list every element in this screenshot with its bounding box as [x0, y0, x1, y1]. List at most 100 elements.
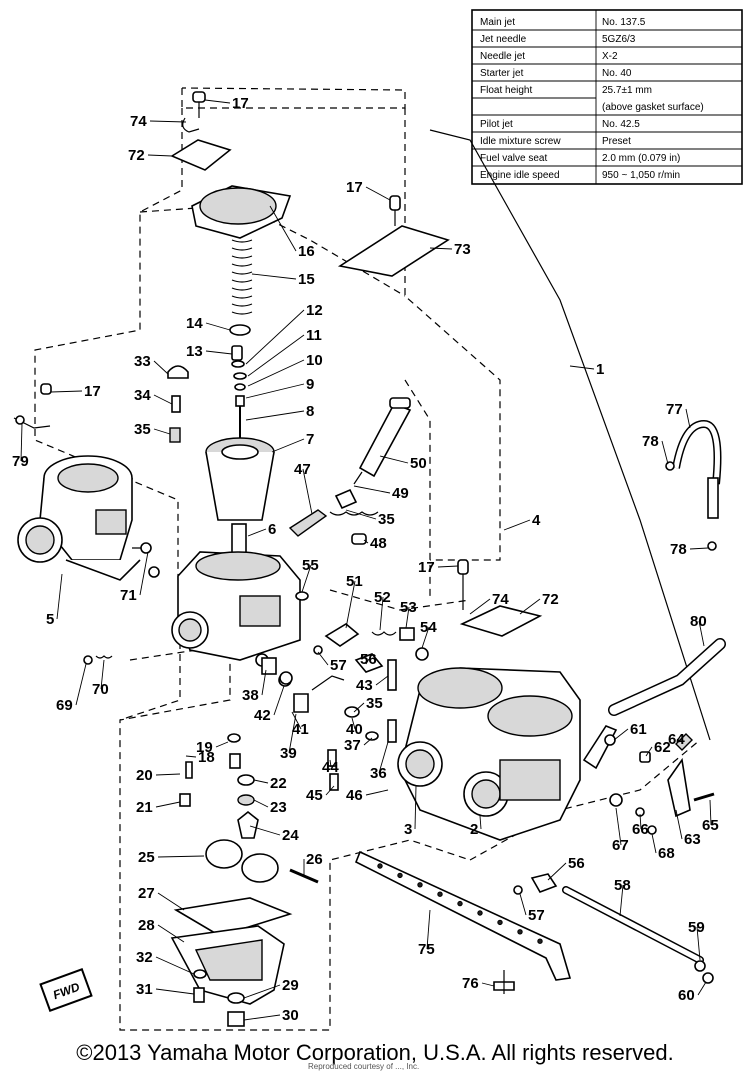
- leader-line: [615, 807, 622, 846]
- callout-43: 43: [356, 677, 373, 694]
- leader-line: [345, 509, 377, 520]
- leader-line: [421, 626, 430, 649]
- linkage-parts: [83, 397, 429, 791]
- callout-45: 45: [306, 787, 323, 804]
- leader-line: [317, 651, 329, 666]
- callout-78b: 78: [670, 541, 687, 558]
- callout-24: 24: [282, 827, 299, 844]
- leader-line: [147, 154, 173, 157]
- callout-57b: 57: [528, 907, 545, 924]
- leader-line: [519, 893, 527, 916]
- leader-line: [351, 717, 356, 730]
- callout-79: 79: [12, 453, 29, 470]
- callout-65: 65: [702, 817, 719, 834]
- callout-16: 16: [298, 243, 315, 260]
- callout-61: 61: [630, 721, 647, 738]
- leader-line: [288, 713, 297, 754]
- leader-line: [261, 669, 267, 696]
- spec-value: No. 137.5: [602, 17, 646, 28]
- leader-line: [205, 322, 231, 331]
- leader-line: [697, 981, 707, 996]
- leader-line: [698, 620, 705, 647]
- forward-direction-badge: FWD: [39, 968, 93, 1012]
- callout-76: 76: [462, 975, 479, 992]
- leader-line: [245, 410, 305, 421]
- leader-line: [661, 440, 669, 465]
- callout-64: 64: [668, 731, 685, 748]
- callout-numbers: 1234567891011121314151617171717181920212…: [12, 95, 719, 1024]
- leader-line: [469, 598, 491, 615]
- callout-71: 71: [120, 587, 137, 604]
- spec-label: Starter jet: [480, 68, 524, 79]
- spec-label: Main jet: [480, 17, 515, 28]
- leader-line: [379, 596, 384, 631]
- callout-74a: 74: [130, 113, 147, 130]
- leader-line: [291, 711, 302, 730]
- left-carburetor: [17, 455, 160, 581]
- callout-51: 51: [346, 573, 363, 590]
- callout-28: 28: [138, 917, 155, 934]
- callout-32: 32: [136, 949, 153, 966]
- leader-line: [245, 309, 305, 365]
- leader-line: [429, 247, 453, 250]
- callout-80: 80: [690, 613, 707, 630]
- callout-27: 27: [138, 885, 155, 902]
- callout-36: 36: [370, 765, 387, 782]
- leader-line: [215, 741, 229, 748]
- leader-line: [75, 663, 87, 706]
- callout-69: 69: [56, 697, 73, 714]
- leader-line: [139, 551, 149, 596]
- center-carburetor-body: [171, 551, 301, 687]
- callout-34: 34: [134, 387, 151, 404]
- callout-5: 5: [46, 611, 54, 628]
- leader-line: [157, 924, 185, 943]
- callout-22: 22: [270, 775, 287, 792]
- spec-value: No. 42.5: [602, 119, 640, 130]
- callout-2: 2: [470, 821, 478, 838]
- leader-line: [675, 809, 683, 840]
- callout-19: 19: [196, 739, 213, 756]
- copyright-notice: ©2013 Yamaha Motor Corporation, U.S.A. A…: [76, 1040, 674, 1065]
- spec-value: (above gasket surface): [602, 102, 704, 113]
- leader-line: [639, 813, 642, 830]
- leader-line: [619, 884, 624, 917]
- callout-56b: 56: [568, 855, 585, 872]
- leader-line: [676, 738, 681, 743]
- leader-line: [155, 988, 195, 995]
- leader-line: [269, 205, 297, 252]
- callout-8: 8: [306, 403, 314, 420]
- callout-70: 70: [92, 681, 109, 698]
- leader-line: [243, 984, 281, 999]
- callout-7: 7: [306, 431, 314, 448]
- callout-40: 40: [346, 721, 363, 738]
- leader-line: [329, 759, 332, 768]
- leader-line: [251, 273, 297, 280]
- callout-17d: 17: [418, 559, 435, 576]
- callout-74b: 74: [492, 591, 509, 608]
- leader-line: [301, 564, 312, 593]
- callout-68: 68: [658, 845, 675, 862]
- callout-21: 21: [136, 799, 153, 816]
- callout-35b: 35: [378, 511, 395, 528]
- leader-line: [426, 909, 431, 950]
- leader-line: [247, 359, 305, 387]
- leader-line: [56, 573, 63, 620]
- callout-49: 49: [392, 485, 409, 502]
- callout-1: 1: [596, 361, 604, 378]
- leader-line: [353, 702, 365, 713]
- leader-line: [249, 825, 281, 836]
- leader-line: [100, 659, 105, 690]
- callout-20: 20: [136, 767, 153, 784]
- leader-line: [253, 799, 269, 808]
- callout-73: 73: [454, 241, 471, 258]
- leader-line: [569, 365, 595, 370]
- spec-value: 25.7±1 mm: [602, 85, 652, 96]
- callout-23: 23: [270, 799, 287, 816]
- right-carburetor-pair: [397, 667, 581, 841]
- callout-11: 11: [306, 327, 322, 344]
- leader-line: [205, 350, 233, 355]
- callout-15: 15: [298, 271, 315, 288]
- callout-13: 13: [186, 343, 203, 360]
- callout-67: 67: [612, 837, 629, 854]
